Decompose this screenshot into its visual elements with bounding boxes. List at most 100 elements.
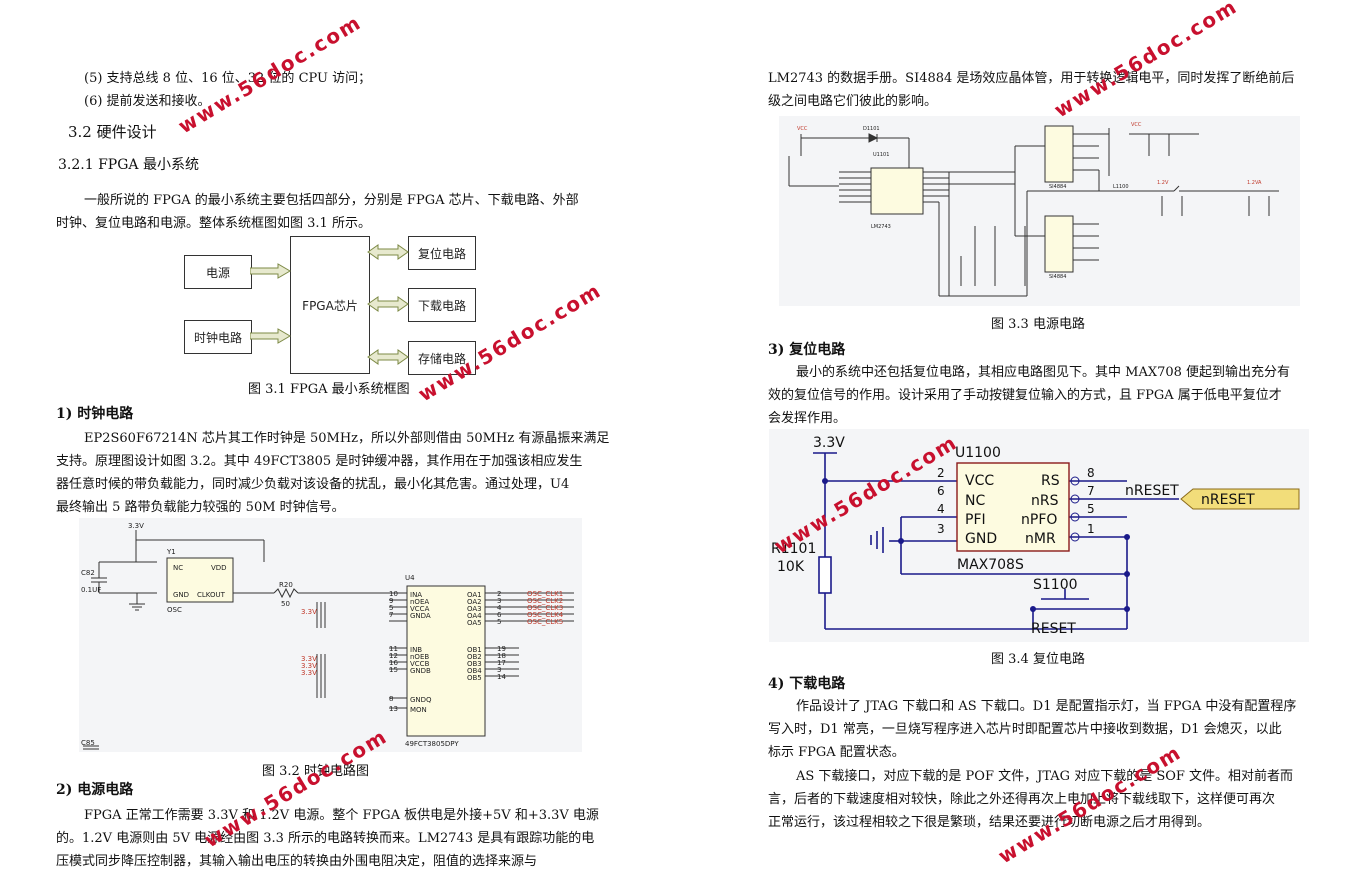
reset-para-line-1: 最小的系统中还包括复位电路，其相应电路图见下。其中 MAX708 便起到输出充分… xyxy=(796,365,1291,380)
y1-label: Y1 xyxy=(166,548,176,556)
clock-para-line-3: 器任意时候的带负载能力，同时减少负载对该设备的扰乱，最小化其危害。通过处理，U4 xyxy=(56,477,570,492)
u4-pin-left: VCCB xyxy=(410,660,430,668)
arrow-power-fpga xyxy=(250,263,291,279)
u4-pin-number-right: 17 xyxy=(497,659,506,667)
clock-para-line-4: 最终输出 5 路带负载能力较强的 50M 时钟信号。 xyxy=(56,500,345,515)
download-para-line-3: 标示 FPGA 配置状态。 xyxy=(768,745,905,760)
u4-pin-left: nOEA xyxy=(410,598,429,606)
r20-label: R20 xyxy=(279,581,293,589)
u4-pin-left: GNDQ xyxy=(410,696,432,704)
u4-pin-number-left: 5 xyxy=(389,604,393,612)
download-para-line-4: AS 下载接口，对应下载的是 POF 文件，JTAG 对应下载的是 SOF 文件… xyxy=(796,769,1294,784)
reset-para-line-2: 效的复位信号的作用。设计采用了手动按键复位输入的方式，且 FPGA 属于低电平复… xyxy=(768,388,1282,403)
r1101-label: R1101 xyxy=(771,541,816,557)
figure-3-2-schematic: 3.3V Y1 NC VDD GND CLKOUT OSC C82 0.1UF … xyxy=(79,518,582,752)
y1-part-label: OSC xyxy=(167,606,182,614)
u1101-label: U1101 xyxy=(873,152,889,158)
power-vcc-left: VCC xyxy=(797,126,808,132)
u4-pin-right: OB1 xyxy=(467,646,482,654)
u4-pin-right: OB2 xyxy=(467,653,482,661)
clock-schematic-drawing: 3.3V Y1 NC VDD GND CLKOUT OSC C82 0.1UF … xyxy=(81,522,574,750)
pin-num-2: 2 xyxy=(937,466,945,480)
u4-pin-number-right: 18 xyxy=(497,652,506,660)
u4-pin-number-right: 19 xyxy=(497,645,506,653)
clock-net-label: OSC_CLK5 xyxy=(527,618,563,626)
arrow-fpga-storage xyxy=(367,349,409,365)
u1100-pin-pfi: PFI xyxy=(965,512,986,528)
continuation-line-1: LM2743 的数据手册。SI4884 是场效应晶体管，用于转换逻辑电平，同时发… xyxy=(768,71,1295,86)
block-diagram-arrows xyxy=(250,244,409,365)
r1101-value: 10K xyxy=(777,559,805,575)
u4-part-label: 49FCT3805DPY xyxy=(405,740,459,748)
u4-pin-number-left: 13 xyxy=(389,705,398,713)
u4-pin-number-right: 3 xyxy=(497,597,501,605)
u1100-part-label: MAX708S xyxy=(957,557,1024,573)
u4-pin-right: OB5 xyxy=(467,674,482,682)
svg-text:3.3V: 3.3V xyxy=(301,669,317,677)
u4-pin-number-left: 11 xyxy=(389,645,398,653)
u1100-pin-npfo: nPFO xyxy=(1021,512,1057,528)
u4-pin-number-left: 9 xyxy=(389,597,393,605)
u4-pin-labels: INAnOEAVCCAGNDAINBnOEBVCCBGNDBGNDQMONOA1… xyxy=(389,590,506,714)
si4884-top-label: SI4884 xyxy=(1049,184,1066,190)
section-heading-3-2: 3.2 硬件设计 xyxy=(68,123,157,141)
reset-button-label: RESET xyxy=(1031,621,1076,637)
power-heading: 2) 电源电路 xyxy=(56,782,134,798)
download-para-line-5: 言，后者的下载速度相对较快，除此之外还得再次上电加上将下载线取下，这样便可再次 xyxy=(768,792,1276,807)
pin-num-1: 1 xyxy=(1087,522,1095,536)
figure-3-4-caption: 图 3.4 复位电路 xyxy=(991,652,1085,667)
reset-port-label: nRESET xyxy=(1201,492,1255,508)
pin-num-6: 6 xyxy=(937,484,945,498)
arrow-clock-fpga xyxy=(250,328,291,344)
pin-num-8: 8 xyxy=(1087,466,1095,480)
reset-net-label: nRESET xyxy=(1125,483,1179,499)
u1100-pin-rs: RS xyxy=(1041,473,1060,489)
arrow-fpga-reset xyxy=(367,244,409,260)
u1100-pin-nmr: nMR xyxy=(1025,531,1056,547)
reset-heading: 3) 复位电路 xyxy=(768,342,846,358)
download-heading: 4) 下载电路 xyxy=(768,676,846,692)
arrow-fpga-download xyxy=(367,296,409,312)
l1100-label: L1100 xyxy=(1113,184,1129,190)
u4-pin-number-left: 7 xyxy=(389,611,393,619)
u4-pin-right: OA3 xyxy=(467,605,482,613)
u1100-pin-nc: NC xyxy=(965,493,985,509)
u4-pin-right: OA4 xyxy=(467,612,482,620)
r20-value: 50 xyxy=(281,600,290,608)
fpga-block: FPGA芯片 xyxy=(290,236,370,374)
u4-pin-number-right: 6 xyxy=(497,611,502,619)
clock-para-line-2: 支持。原理图设计如图 3.2。其中 49FCT3805 是时钟缓冲器，其作用在于… xyxy=(56,454,583,469)
u4-label: U4 xyxy=(405,574,415,582)
svg-text:3.3V: 3.3V xyxy=(301,608,317,616)
u4-pin-left: VCCA xyxy=(410,605,430,613)
u1100-pin-vcc: VCC xyxy=(965,473,994,489)
y1-pin-vdd: VDD xyxy=(211,564,227,572)
s1100-label: S1100 xyxy=(1033,577,1078,593)
u4-pin-left: INA xyxy=(410,591,422,599)
reset-para-line-3: 会发挥作用。 xyxy=(768,411,847,426)
u4-pin-number-left: 12 xyxy=(389,652,398,660)
watermark: www.56doc.com xyxy=(1049,0,1242,123)
u4-pin-number-left: 15 xyxy=(389,666,398,674)
section-heading-3-2-1: 3.2.1 FPGA 最小系统 xyxy=(58,157,199,173)
reset-v33-label: 3.3V xyxy=(813,435,845,451)
y1-pin-nc: NC xyxy=(173,564,183,572)
clock-net-label: OSC_CLK4 xyxy=(527,611,564,619)
download-block: 下载电路 xyxy=(408,288,476,322)
u4-pin-left: MON xyxy=(410,706,427,714)
u4-pin-left: GNDA xyxy=(410,612,431,620)
u4-pin-right: OB3 xyxy=(467,660,482,668)
u1100-pin-gnd: GND xyxy=(965,531,997,547)
power-schematic-drawing: VCC D1101 U1101 LM2743 SI4884 SI4884 VCC… xyxy=(788,122,1279,297)
intro-line-2: 时钟、复位电路和电源。整体系统框图如图 3.1 所示。 xyxy=(56,216,371,231)
u4-pin-right: OB4 xyxy=(467,667,482,675)
u4-pin-number-left: 16 xyxy=(389,659,398,667)
pin-num-5: 5 xyxy=(1087,502,1095,516)
pin-num-7: 7 xyxy=(1087,484,1095,498)
c82-value: 0.1UF xyxy=(81,586,101,594)
u4-pin-left: INB xyxy=(410,646,422,654)
power-vcc-right: VCC xyxy=(1131,122,1142,128)
clock-block: 时钟电路 xyxy=(184,320,252,354)
clock-v33-label: 3.3V xyxy=(128,522,144,530)
u4-pin-number-right: 3 xyxy=(497,666,501,674)
